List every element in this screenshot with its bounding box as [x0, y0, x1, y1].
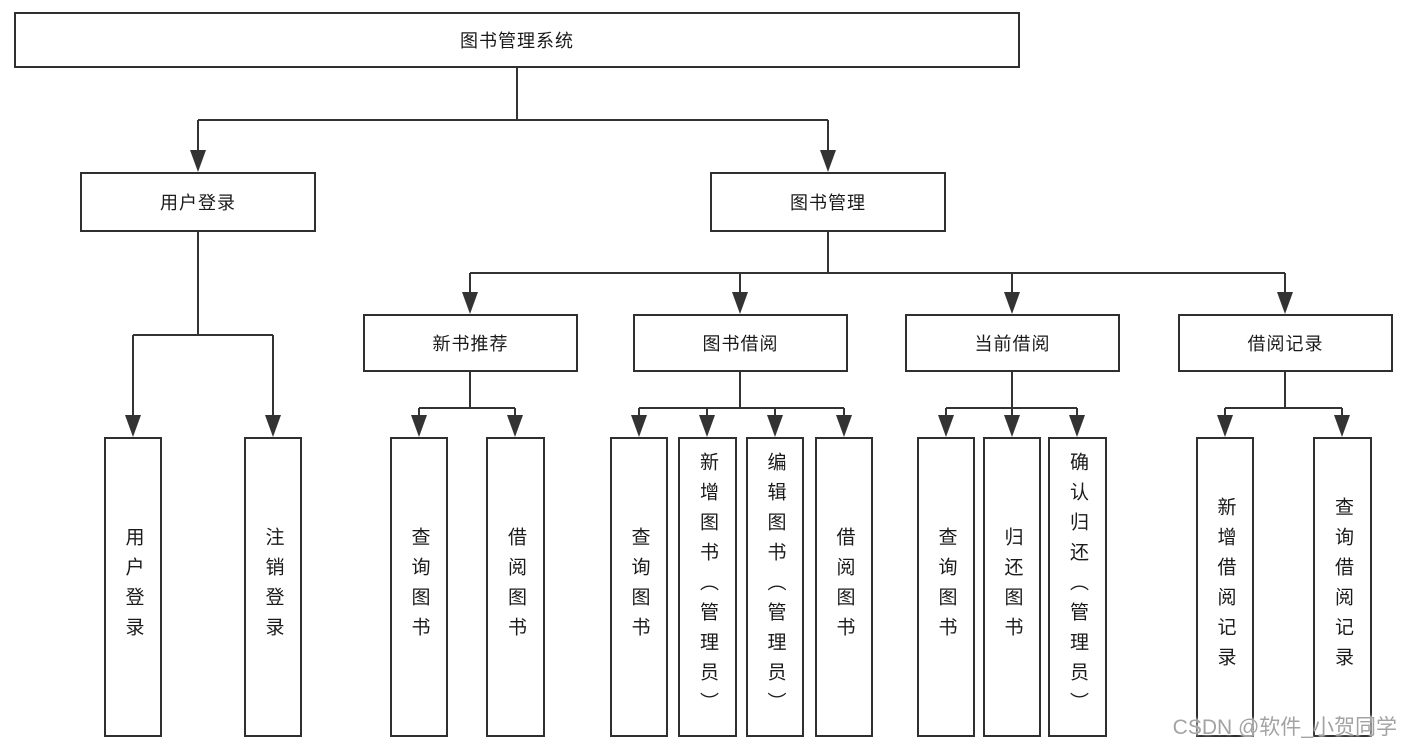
leaf-query-book-recommend-label: 查询图书	[408, 527, 430, 647]
node-library-system-label: 图书管理系统	[460, 31, 574, 51]
leaf-return-book: 归还图书	[983, 437, 1041, 737]
node-current-borrow: 当前借阅	[905, 314, 1120, 372]
leaf-add-borrow-record-label: 新增借阅记录	[1214, 497, 1236, 677]
leaf-query-book-current-label: 查询图书	[935, 527, 957, 647]
leaf-query-borrow-record: 查询借阅记录	[1313, 437, 1372, 737]
leaf-query-book-recommend: 查询图书	[390, 437, 448, 737]
leaf-return-book-label: 归还图书	[1001, 527, 1023, 647]
node-user-login-label: 用户登录	[160, 193, 236, 213]
leaf-user-login: 用户登录	[104, 437, 162, 737]
node-book-management-label: 图书管理	[790, 193, 866, 213]
leaf-borrow-book-recommend-label: 借阅图书	[505, 527, 526, 647]
node-current-borrow-label: 当前借阅	[974, 334, 1051, 354]
csdn-watermark: CSDN @软件_小贺同学	[1172, 716, 1397, 739]
leaf-query-book-borrow-label: 查询图书	[628, 527, 650, 647]
leaf-add-borrow-record: 新增借阅记录	[1196, 437, 1254, 737]
leaf-query-book-borrow: 查询图书	[610, 437, 668, 737]
node-book-borrow: 图书借阅	[633, 314, 848, 372]
node-library-system: 图书管理系统	[14, 12, 1020, 68]
node-borrow-records-label: 借阅记录	[1247, 334, 1324, 354]
leaf-add-book-admin: 新增图书（管理员）	[678, 437, 737, 737]
node-new-book-recommend: 新书推荐	[363, 314, 578, 372]
leaf-user-login-label: 用户登录	[122, 527, 144, 647]
node-borrow-records: 借阅记录	[1178, 314, 1393, 372]
leaf-confirm-return-admin-label: 确认归还（管理员）	[1067, 452, 1088, 722]
leaf-logout: 注销登录	[244, 437, 302, 737]
leaf-query-borrow-record-label: 查询借阅记录	[1332, 497, 1353, 677]
leaf-borrow-book-borrow: 借阅图书	[815, 437, 873, 737]
leaf-confirm-return-admin: 确认归还（管理员）	[1048, 437, 1107, 737]
leaf-edit-book-admin: 编辑图书（管理员）	[746, 437, 804, 737]
node-user-login: 用户登录	[80, 172, 316, 232]
leaf-edit-book-admin-label: 编辑图书（管理员）	[764, 452, 786, 722]
leaf-logout-label: 注销登录	[262, 527, 284, 647]
leaf-borrow-book-recommend: 借阅图书	[486, 437, 545, 737]
leaf-add-book-admin-label: 新增图书（管理员）	[697, 452, 718, 722]
node-new-book-recommend-label: 新书推荐	[432, 334, 509, 354]
leaf-borrow-book-borrow-label: 借阅图书	[833, 527, 855, 647]
node-book-borrow-label: 图书借阅	[702, 334, 779, 354]
node-book-management: 图书管理	[710, 172, 946, 232]
leaf-query-book-current: 查询图书	[917, 437, 975, 737]
